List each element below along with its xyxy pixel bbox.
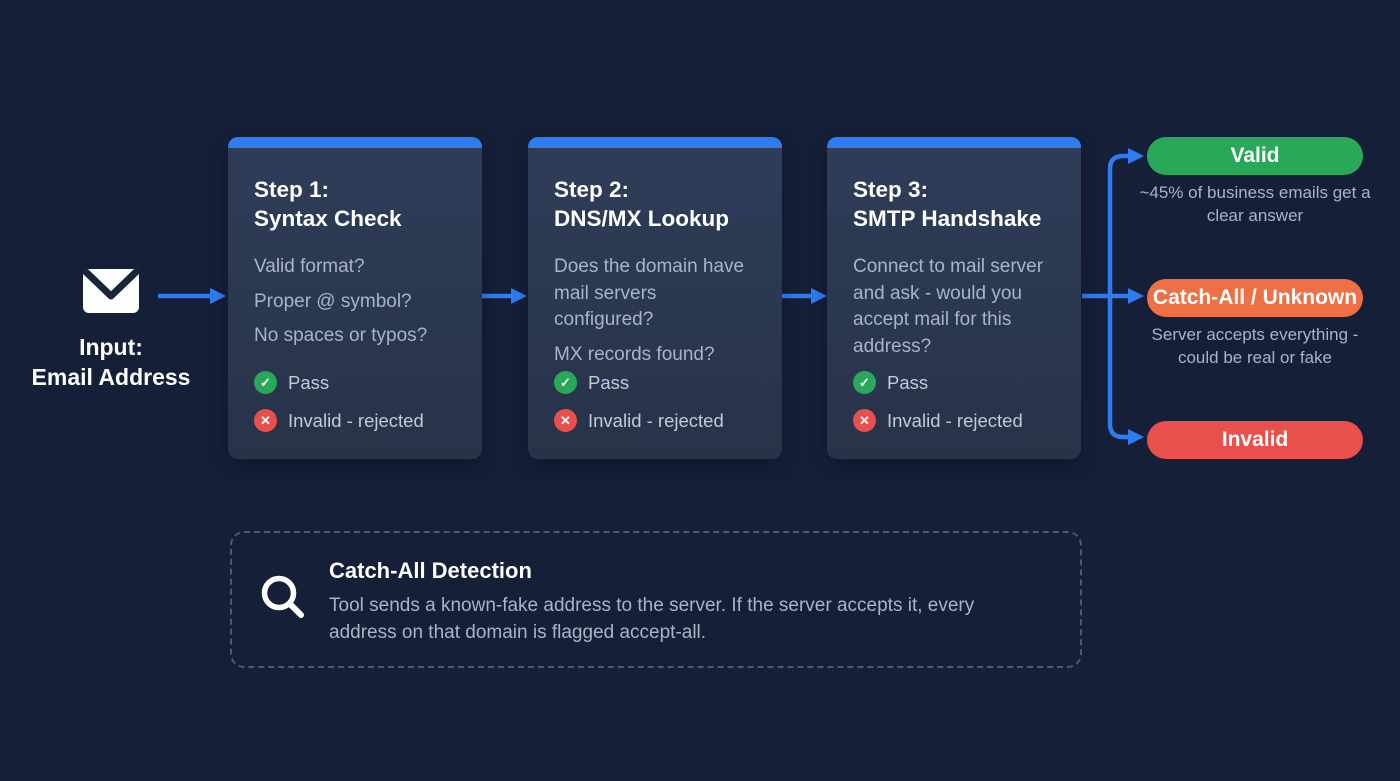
step-questions: Does the domain have mail servers config… <box>554 256 745 365</box>
pass-label: Pass <box>887 371 929 393</box>
catch-all-detection-note: Catch-All Detection Tool sends a known-f… <box>230 531 1082 668</box>
note-body: Tool sends a known-fake address to the s… <box>329 595 975 643</box>
card-accent-bar <box>827 137 1081 148</box>
status-row-fail: ✕ Invalid - rejected <box>853 409 1023 432</box>
input-label: Input: Email Address <box>31 334 191 390</box>
check-icon: ✓ <box>853 371 876 394</box>
check-icon: ✓ <box>254 371 277 394</box>
outcome-pill-catchall: Catch-All / Unknown <box>1147 279 1363 317</box>
note-title: Catch-All Detection <box>329 558 532 583</box>
step-card-syntax-check: Step 1: Syntax Check Valid format? Prope… <box>228 137 482 459</box>
status-row-pass: ✓ Pass <box>254 371 329 394</box>
arrow-branch-to-valid <box>1107 148 1144 296</box>
step-title: Step 3: SMTP Handshake <box>853 177 1042 231</box>
status-row-pass: ✓ Pass <box>554 371 629 394</box>
step-title: Step 1: Syntax Check <box>254 177 402 231</box>
input-group: Input: Email Address <box>18 268 204 392</box>
envelope-icon <box>82 268 140 313</box>
step-questions: Valid format? Proper @ symbol? No spaces… <box>254 256 428 346</box>
outcome-caption-valid: ~45% of business emails get a clear answ… <box>1139 183 1371 225</box>
outcome-pill-invalid: Invalid <box>1147 421 1363 459</box>
cross-icon: ✕ <box>254 409 277 432</box>
step-title: Step 2: DNS/MX Lookup <box>554 177 729 231</box>
pass-label: Pass <box>588 371 630 393</box>
status-row-fail: ✕ Invalid - rejected <box>254 409 424 432</box>
step-card-smtp-handshake: Step 3: SMTP Handshake Connect to mail s… <box>827 137 1081 459</box>
pass-label: Pass <box>288 371 330 393</box>
magnifier-icon <box>261 575 304 618</box>
status-row-fail: ✕ Invalid - rejected <box>554 409 724 432</box>
step-questions: Connect to mail server and ask - would y… <box>853 256 1044 357</box>
cross-icon: ✕ <box>853 409 876 432</box>
status-row-pass: ✓ Pass <box>853 371 928 394</box>
check-icon: ✓ <box>554 371 577 394</box>
arrow-branch-to-invalid <box>1107 296 1144 445</box>
card-accent-bar <box>228 137 482 148</box>
fail-label: Invalid - rejected <box>588 409 724 431</box>
fail-label: Invalid - rejected <box>288 409 424 431</box>
step-card-dns-mx-lookup: Step 2: DNS/MX Lookup Does the domain ha… <box>528 137 782 459</box>
fail-label: Invalid - rejected <box>887 409 1023 431</box>
outcome-pill-valid: Valid <box>1147 137 1363 175</box>
cross-icon: ✕ <box>554 409 577 432</box>
card-accent-bar <box>528 137 782 148</box>
outcome-caption-catchall: Server accepts everything - could be rea… <box>1151 325 1359 367</box>
